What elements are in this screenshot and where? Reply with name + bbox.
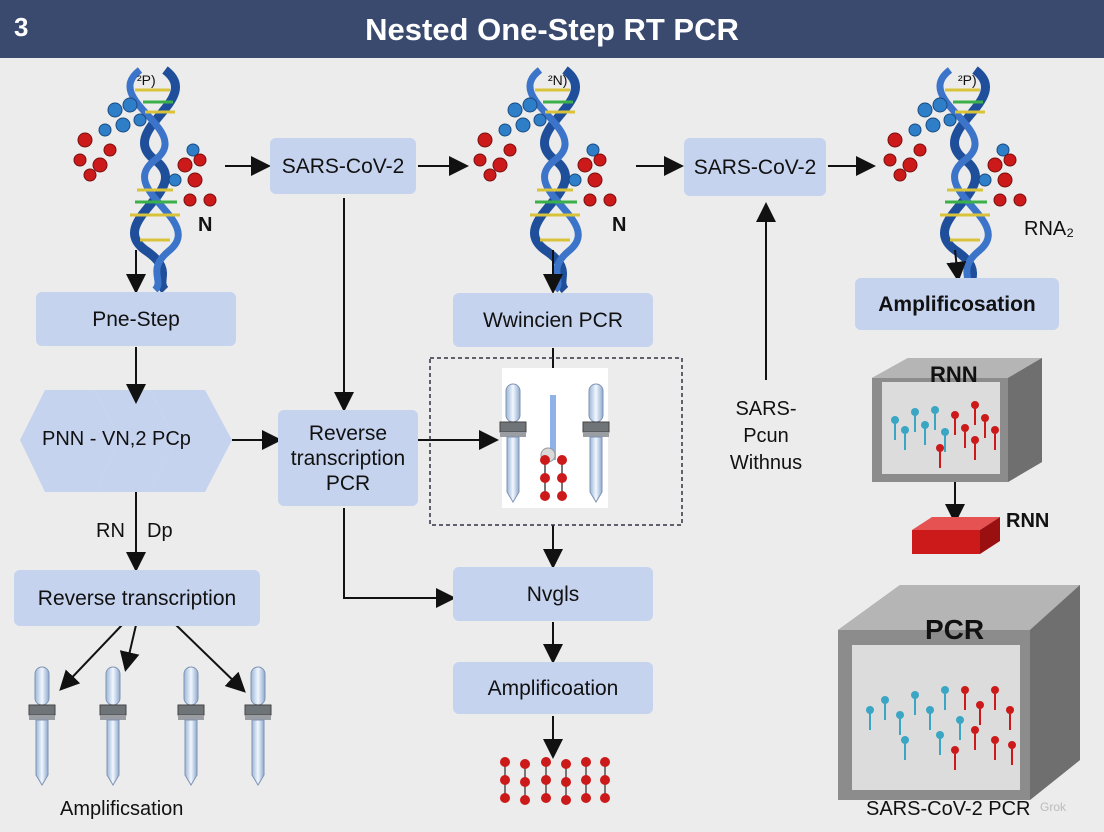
rnn-cube-icon [872,358,1042,482]
watermark: Grok [1040,800,1067,814]
box-sars-cov-2-2: SARS-CoV-2 [684,138,826,196]
tube-icon [99,666,127,786]
bottom-amplification-label: Amplificsation [60,798,184,820]
dp-label: Dp [147,520,173,542]
tube-icon [244,666,272,786]
molecule-icon [539,454,551,502]
helix-1-top-label: ²P) [137,72,156,88]
box-amplification-mid: Amplificoation [453,662,653,714]
box-reverse-transcription: Reverse transcription [14,570,260,626]
chevron-label: PNN - VN,2 PCp [42,428,191,450]
helix-3-rna-label: RNA₂ [1024,218,1074,240]
molecule-row-icon [499,756,611,806]
cube-2-label: PCR [925,614,985,645]
box-nvgls: Nvgls [453,567,653,621]
dashed-frame [429,357,683,526]
side-label: SARS- Pcun Withnus [729,398,803,474]
molecule-icon [556,454,568,502]
page-title: Nested One-Step RT PCR [365,12,739,47]
helix-2-top-label: ²N) [548,72,568,88]
pcr-cube-icon [838,585,1080,800]
red-block-label: RNN [1006,510,1050,532]
box-wincien-pcr: Wwincien PCR [453,293,653,347]
helix-3-top-label: ²P) [958,72,977,88]
box-one-step: Pne-Step [36,292,236,346]
bottom-right-label: SARS-CoV-2 PCR [866,798,1031,820]
box-reverse-transcription-pcr: Reverse transcription PCR [278,410,418,506]
rn-label: RN [96,520,125,542]
tube-icon [177,666,205,786]
box-sars-cov-2-1: SARS-CoV-2 [270,138,416,194]
helix-2-n-label: N [612,214,627,236]
dna-helix-1-icon [74,70,216,290]
helix-1-n-label: N [198,214,213,236]
cube-1-label: RNN [930,362,978,387]
slide-number: 3 [14,12,29,42]
box-amplification-top: Amplificosation [855,278,1059,330]
header-bar: 3 Nested One-Step RT PCR [0,0,1104,58]
red-block-icon [912,517,1000,554]
dna-helix-2-icon [474,70,616,290]
tube-icon [28,666,56,786]
chevron-arrows [20,390,232,492]
